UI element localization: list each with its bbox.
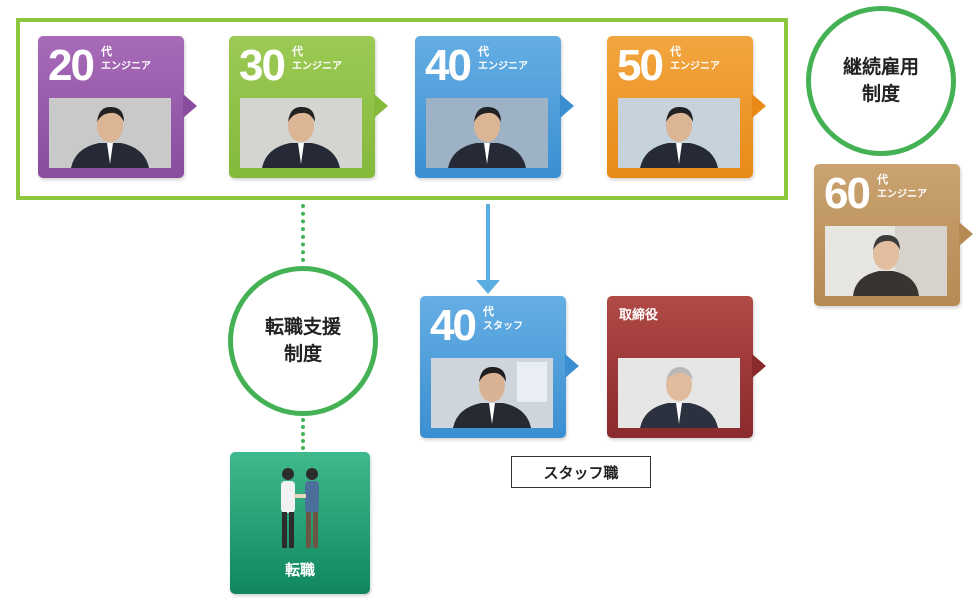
card-unit: 代 xyxy=(877,173,888,186)
next-arrow-icon xyxy=(560,94,574,118)
down-arrow-line xyxy=(486,204,490,280)
continued-employment-line1: 継続雇用 xyxy=(842,56,919,78)
card-role: エンジニア xyxy=(478,61,528,72)
down-arrow-icon xyxy=(476,280,500,294)
engineer-card-0: 20 代エンジニア xyxy=(38,36,197,178)
card-age: 30 xyxy=(239,41,286,90)
next-arrow-icon xyxy=(183,94,197,118)
card-role: エンジニア xyxy=(877,189,927,200)
card-age: 20 xyxy=(48,41,95,90)
job-change-label: 転職 xyxy=(284,561,315,579)
next-arrow-icon xyxy=(752,94,766,118)
continued-employment-line2: 制度 xyxy=(861,83,900,105)
engineer-60s-card: 60 代 エンジニア xyxy=(814,164,973,306)
portrait-photo xyxy=(618,358,740,428)
staff-40s-card: 40 代 スタッフ xyxy=(420,296,579,438)
job-change-support-line1: 転職支援 xyxy=(264,316,341,338)
next-arrow-icon xyxy=(959,222,973,246)
portrait-photo xyxy=(825,226,947,296)
card-role: エンジニア xyxy=(101,61,151,72)
person-portrait-icon xyxy=(49,98,171,168)
person-portrait-icon xyxy=(825,226,947,296)
person-portrait-icon xyxy=(426,98,548,168)
portrait-photo xyxy=(426,98,548,168)
job-change-support-line2: 制度 xyxy=(283,343,322,365)
card-unit: 代 xyxy=(292,45,303,58)
person-portrait-icon xyxy=(618,98,740,168)
next-arrow-icon xyxy=(752,354,766,378)
next-arrow-icon xyxy=(374,94,388,118)
engineer-card-2: 40 代エンジニア xyxy=(415,36,574,178)
person-portrait-icon xyxy=(240,98,362,168)
card-role: スタッフ xyxy=(483,321,523,332)
job-change-support-circle: 転職支援 制度 xyxy=(228,266,378,416)
continued-employment-circle: 継続雇用 制度 xyxy=(806,6,956,156)
card-age: 50 xyxy=(617,41,664,90)
dotted-connector-bottom xyxy=(301,418,305,450)
card-role: エンジニア xyxy=(292,61,342,72)
director-card: 取締役 xyxy=(607,296,766,438)
portrait-photo xyxy=(431,358,553,428)
engineer-career-frame xyxy=(16,18,788,200)
portrait-photo xyxy=(240,98,362,168)
card-role: エンジニア xyxy=(670,61,720,72)
card-age: 60 xyxy=(824,169,871,218)
engineer-card-3: 50 代エンジニア xyxy=(607,36,766,178)
person-portrait-icon xyxy=(618,358,740,428)
job-change-box: 転職 xyxy=(230,452,370,594)
card-unit: 代 xyxy=(101,45,112,58)
portrait-photo xyxy=(618,98,740,168)
dotted-connector-top xyxy=(301,204,305,262)
card-unit: 代 xyxy=(483,305,494,318)
director-title: 取締役 xyxy=(619,308,659,323)
card-unit: 代 xyxy=(478,45,489,58)
staff-position-tag: スタッフ職 xyxy=(511,456,651,488)
person-portrait-icon xyxy=(431,358,553,428)
next-arrow-icon xyxy=(565,354,579,378)
card-unit: 代 xyxy=(670,45,681,58)
portrait-photo xyxy=(49,98,171,168)
engineer-card-1: 30 代エンジニア xyxy=(229,36,388,178)
card-age: 40 xyxy=(425,41,472,90)
handshake-icon xyxy=(281,468,319,548)
card-age: 40 xyxy=(430,301,477,350)
